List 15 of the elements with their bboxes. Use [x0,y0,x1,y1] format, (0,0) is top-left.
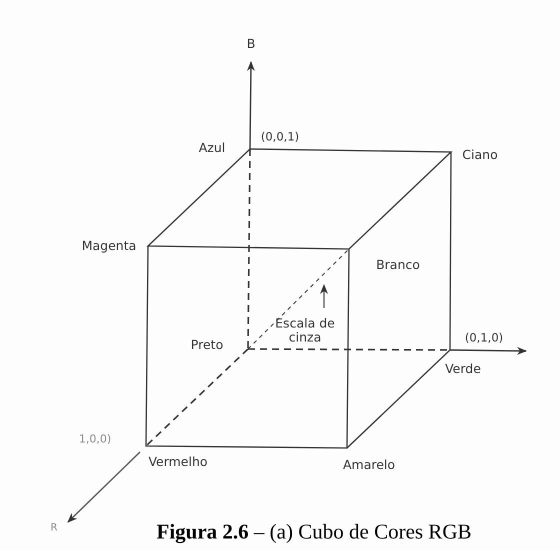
axis-label: Magenta [82,238,136,254]
axis-label: 1,0,0) [78,434,112,446]
axis-label: B [246,36,256,52]
axis-label: Branco [376,258,420,272]
axis-label: (0,1,0) [464,331,504,345]
axis-label: Ciano [462,148,498,162]
axis-label: Azul [198,140,226,156]
axis-label: Escala de cinza [274,316,336,346]
axis-label: Verde [445,362,481,376]
axis-label: Preto [190,338,224,352]
axis-label: Amarelo [342,458,396,472]
axis-label: (0,0,1) [260,130,300,144]
axis-label: Vermelho [148,454,208,470]
figure-caption: Figura 2.6 – (a) Cubo de Cores RGB [156,520,472,544]
axis-label: R [50,522,58,534]
